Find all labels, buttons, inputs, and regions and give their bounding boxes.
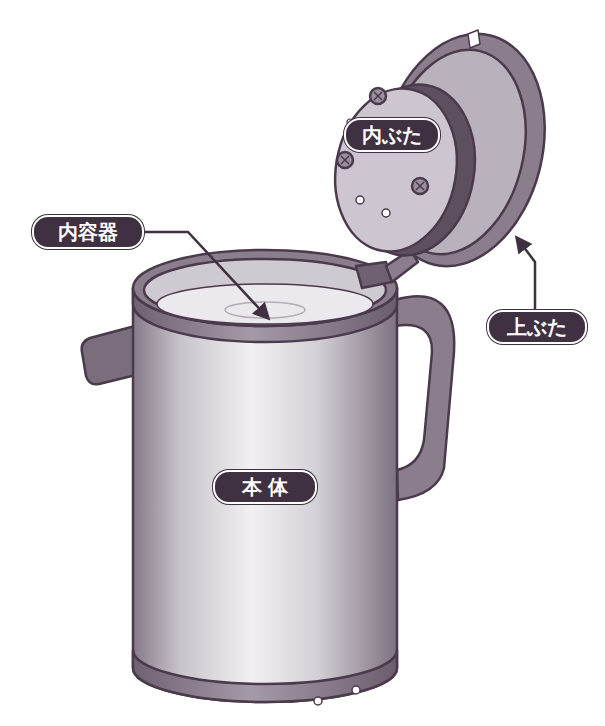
body-shell	[133, 288, 397, 702]
lid-hole	[382, 209, 390, 217]
vent-hole	[314, 697, 322, 705]
lid-hole	[356, 196, 364, 204]
part-name: 内容器	[58, 219, 118, 246]
part-name: 本 体	[242, 474, 289, 501]
lid-latch	[468, 30, 480, 48]
part-name: 内ぶた	[362, 122, 422, 149]
part-label: 内ぶた	[344, 118, 440, 152]
screw	[370, 88, 386, 104]
inner-container	[157, 284, 373, 324]
bottom-band	[133, 650, 397, 702]
part-label: 上ぶた	[487, 310, 587, 344]
leader-line	[517, 238, 535, 312]
part-name: 上ぶた	[507, 314, 567, 341]
leader-line	[145, 232, 268, 318]
part-label: 内容器	[32, 215, 144, 249]
screw	[412, 178, 428, 194]
screw	[337, 152, 353, 168]
part-label: 本 体	[213, 470, 317, 504]
vent-hole	[352, 686, 360, 694]
handle	[395, 296, 454, 500]
inner-lid	[323, 79, 470, 261]
